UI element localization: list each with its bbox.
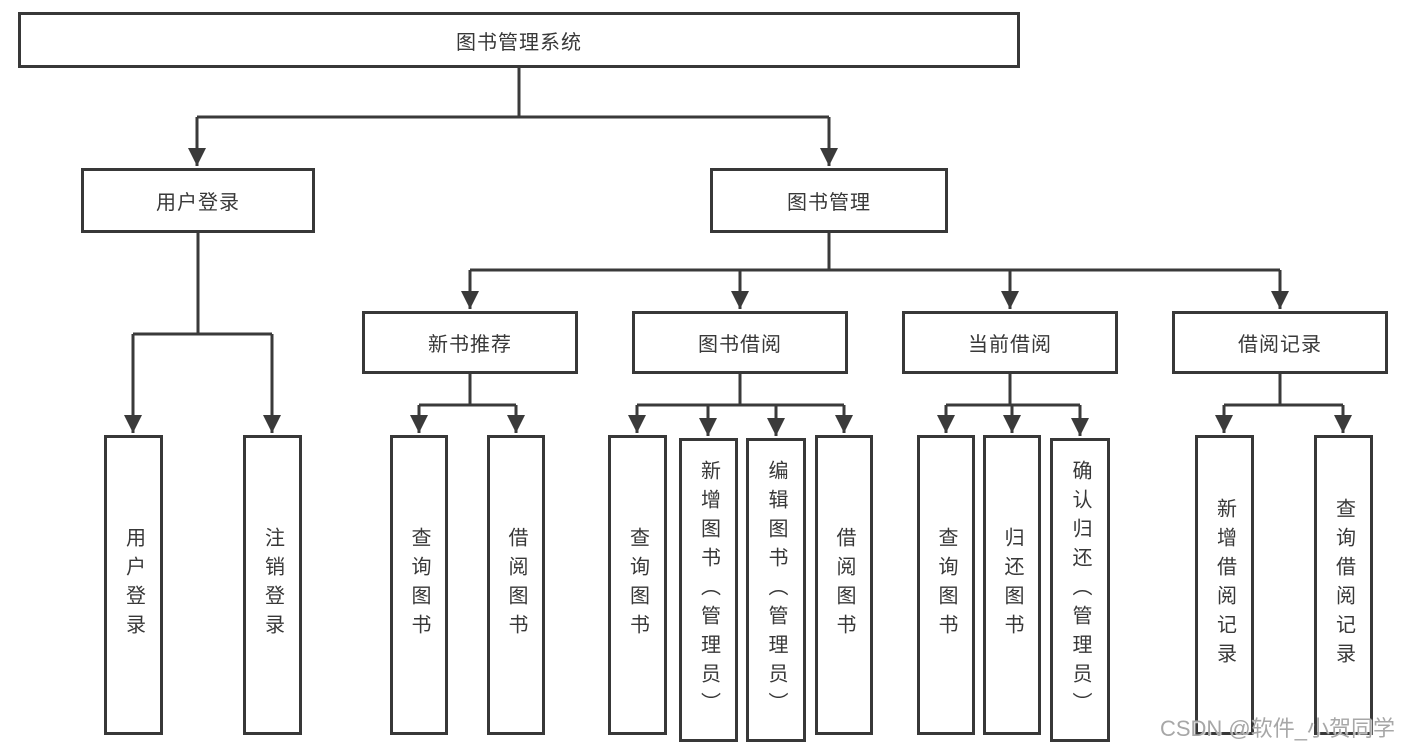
node-borrowing-records: 借阅记录 [1172,311,1388,374]
leaf-query-books-current: 查询图书 [917,435,975,735]
csdn-watermark: CSDN @软件_小贺同学 [1159,716,1395,741]
leaf-add-borrow-record: 新增借阅记录 [1195,435,1254,735]
arrowheads [124,117,1352,436]
leaf-add-book-admin: 新增图书（管理员） [679,438,738,742]
node-root: 图书管理系统 [18,12,1020,68]
node-book-management: 图书管理 [710,168,948,233]
node-user-login: 用户登录 [81,168,315,233]
leaf-confirm-return-admin: 确认归还（管理员） [1050,438,1110,742]
leaf-query-books-borrowing: 查询图书 [608,435,667,735]
leaf-query-books-recommend: 查询图书 [390,435,448,735]
connector-lines [133,68,1343,407]
leaf-user-login: 用户登录 [104,435,163,735]
node-new-book-recommendation: 新书推荐 [362,311,578,374]
leaf-edit-book-admin: 编辑图书（管理员） [746,438,806,742]
leaf-borrow-books-recommend: 借阅图书 [487,435,545,735]
node-current-borrowing: 当前借阅 [902,311,1118,374]
leaf-return-books: 归还图书 [983,435,1041,735]
leaf-borrow-books-borrowing: 借阅图书 [815,435,873,735]
leaf-logout: 注销登录 [243,435,302,735]
node-book-borrowing: 图书借阅 [632,311,848,374]
leaf-query-borrow-record: 查询借阅记录 [1314,435,1373,735]
